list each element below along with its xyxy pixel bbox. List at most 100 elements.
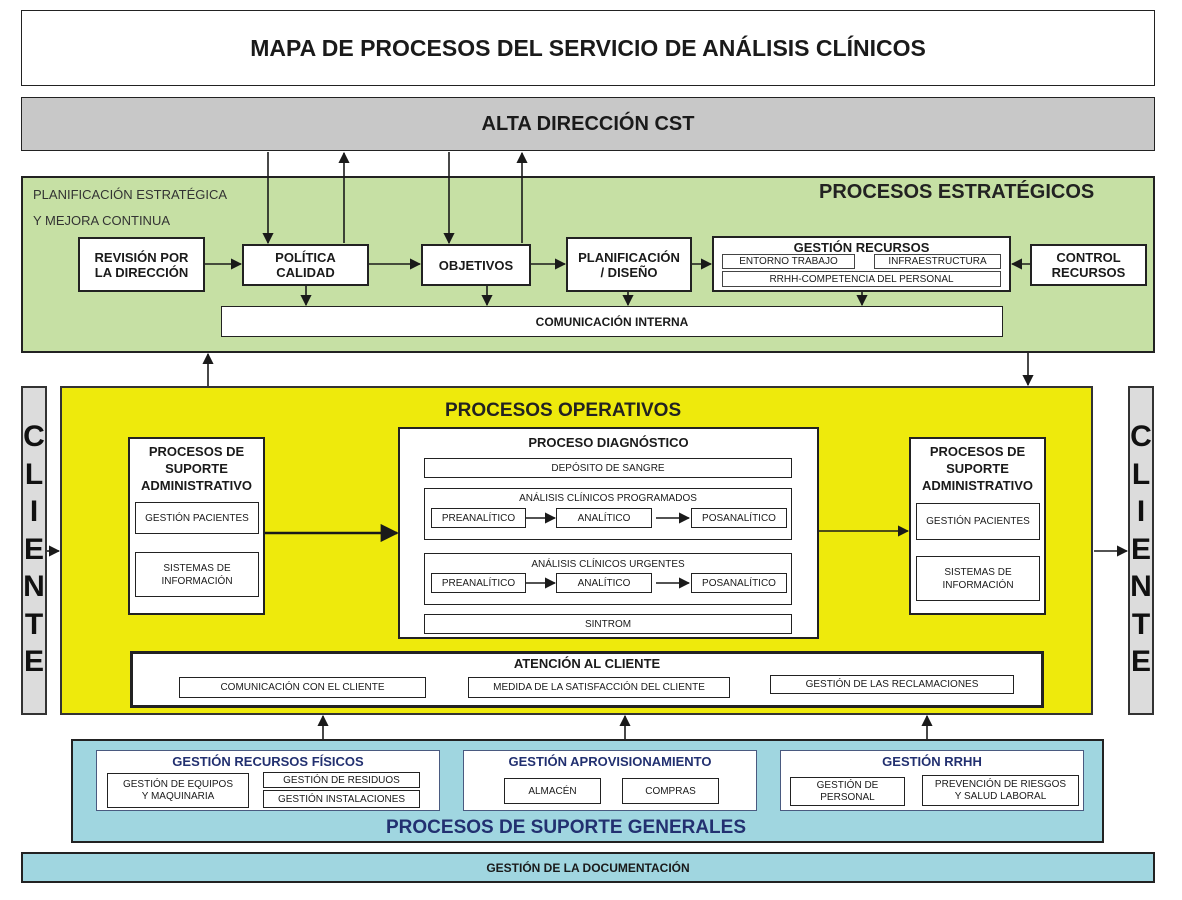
objetivos-label: OBJETIVOS: [438, 257, 514, 273]
prevencion-line2: Y SALUD LABORAL: [954, 790, 1047, 802]
urgentes-box[interactable]: ANÁLISIS CLÍNICOS URGENTES PREANALÍTICO …: [424, 553, 792, 605]
personal-line1: GESTIÓN DE: [816, 779, 879, 791]
cliente-letter: I: [1136, 495, 1146, 528]
sistemas-informacion-left-box[interactable]: SISTEMAS DE INFORMACIÓN: [135, 552, 259, 597]
alta-direccion-box[interactable]: ALTA DIRECCIÓN CST: [21, 97, 1155, 151]
politica-calidad-box[interactable]: POLÍTICA CALIDAD: [242, 244, 369, 286]
atencion-title: ATENCIÓN AL CLIENTE: [513, 656, 661, 671]
cliente-letter: L: [1131, 457, 1151, 491]
comunicacion-cliente-box[interactable]: COMUNICACIÓN CON EL CLIENTE: [179, 677, 426, 698]
prog-preanalitico-step[interactable]: PREANALÍTICO: [431, 508, 526, 528]
instalaciones-label: GESTIÓN INSTALACIONES: [277, 793, 406, 805]
objetivos-box[interactable]: OBJETIVOS: [421, 244, 531, 286]
gestion-personal-box[interactable]: GESTIÓN DE PERSONAL: [790, 777, 905, 806]
urg-analitico-step[interactable]: ANALÍTICO: [556, 573, 652, 593]
cliente-letter: E: [1130, 532, 1151, 566]
cliente-letter: C: [23, 420, 45, 453]
prevencion-riesgos-box[interactable]: PREVENCIÓN DE RIESGOS Y SALUD LABORAL: [922, 775, 1079, 806]
gestion-recursos-box[interactable]: GESTIÓN RECURSOS ENTORNO TRABAJO INFRAES…: [712, 236, 1011, 292]
atencion-item-label: MEDIDA DE LA SATISFACCIÓN DEL CLIENTE: [493, 682, 705, 693]
gestion-pacientes-right-box[interactable]: GESTIÓN PACIENTES: [916, 503, 1040, 540]
cliente-letter: E: [23, 645, 44, 678]
urg-preanalitico-step[interactable]: PREANALÍTICO: [431, 573, 526, 593]
cliente-letter: C: [1130, 420, 1152, 453]
cliente-letter: I: [29, 495, 39, 528]
equipos-line1: GESTIÓN DE EQUIPOS: [122, 778, 234, 790]
urg-posanalitico-step[interactable]: POSANALÍTICO: [691, 573, 787, 593]
control-line2: RECURSOS: [1051, 265, 1126, 280]
politica-line1: POLÍTICA: [275, 250, 336, 265]
alta-direccion-label: ALTA DIRECCIÓN CST: [481, 112, 695, 135]
programados-box[interactable]: ANÁLISIS CLÍNICOS PROGRAMADOS PREANALÍTI…: [424, 488, 792, 540]
documentacion-bar[interactable]: GESTIÓN DE LA DOCUMENTACIÓN: [21, 852, 1155, 883]
sistemas-line2: INFORMACIÓN: [942, 579, 1014, 591]
rrhh-competencia-box[interactable]: RRHH-COMPETENCIA DEL PERSONAL: [722, 271, 1001, 287]
equipos-maquinaria-box[interactable]: GESTIÓN DE EQUIPOS Y MAQUINARIA: [107, 773, 249, 808]
aprovisionamiento-box[interactable]: GESTIÓN APROVISIONAMIENTO ALMACÉN COMPRA…: [463, 750, 757, 811]
cliente-output-bar[interactable]: C L I E N T E: [1128, 386, 1154, 715]
cliente-input-bar[interactable]: C L I E N T E: [21, 386, 47, 715]
almacen-box[interactable]: ALMACÉN: [504, 778, 601, 804]
sistemas-informacion-right-box[interactable]: SISTEMAS DE INFORMACIÓN: [916, 556, 1040, 601]
instalaciones-box[interactable]: GESTIÓN INSTALACIONES: [263, 790, 420, 808]
satisfaccion-cliente-box[interactable]: MEDIDA DE LA SATISFACCIÓN DEL CLIENTE: [468, 677, 730, 698]
strategic-sublabel-1: PLANIFICACIÓN ESTRATÉGICA: [33, 187, 228, 202]
planificacion-diseno-box[interactable]: PLANIFICACIÓN / DISEÑO: [566, 237, 692, 292]
comunicacion-interna-label: COMUNICACIÓN INTERNA: [535, 314, 689, 329]
admin-right-title-1: PROCESOS DE: [929, 444, 1026, 459]
gestion-recursos-title: GESTIÓN RECURSOS: [793, 240, 930, 255]
prevencion-line1: PREVENCIÓN DE RIESGOS: [934, 778, 1067, 790]
sintrom-label: SINTROM: [584, 618, 632, 630]
admin-support-left-box[interactable]: PROCESOS DE SUPORTE ADMINISTRATIVO GESTI…: [128, 437, 265, 615]
admin-support-right-box[interactable]: PROCESOS DE SUPORTE ADMINISTRATIVO GESTI…: [909, 437, 1046, 615]
gestion-pacientes-label: GESTIÓN PACIENTES: [145, 512, 249, 524]
sintrom-box[interactable]: SINTROM: [424, 614, 792, 634]
urgentes-title: ANÁLISIS CLÍNICOS URGENTES: [531, 559, 685, 570]
entorno-trabajo-box[interactable]: ENTORNO TRABAJO: [722, 254, 855, 269]
prog-analitico-step[interactable]: ANALÍTICO: [556, 508, 652, 528]
step-label: PREANALÍTICO: [441, 512, 516, 524]
deposito-sangre-box[interactable]: DEPÓSITO DE SANGRE: [424, 458, 792, 478]
recursos-fisicos-box[interactable]: GESTIÓN RECURSOS FÍSICOS GESTIÓN DE EQUI…: [96, 750, 440, 811]
rrhh-competencia-label: RRHH-COMPETENCIA DEL PERSONAL: [769, 273, 954, 285]
atencion-item-label: GESTIÓN DE LAS RECLAMACIONES: [805, 679, 979, 690]
sistemas-line2: INFORMACIÓN: [161, 575, 233, 587]
control-line1: CONTROL: [1056, 250, 1121, 265]
residuos-label: GESTIÓN DE RESIDUOS: [283, 774, 400, 786]
admin-right-title-2: SUPORTE: [946, 461, 1009, 476]
cliente-letter: T: [24, 607, 44, 641]
recursos-fisicos-title: GESTIÓN RECURSOS FÍSICOS: [172, 754, 364, 769]
politica-line2: CALIDAD: [276, 265, 335, 280]
step-label: POSANALÍTICO: [702, 512, 776, 524]
entorno-trabajo-label: ENTORNO TRABAJO: [739, 256, 838, 267]
admin-left-title-2: SUPORTE: [165, 461, 228, 476]
sistemas-line1: SISTEMAS DE: [163, 562, 231, 574]
prog-posanalitico-step[interactable]: POSANALÍTICO: [691, 508, 787, 528]
cliente-letter: E: [23, 532, 44, 566]
reclamaciones-box[interactable]: GESTIÓN DE LAS RECLAMACIONES: [770, 675, 1014, 694]
atencion-cliente-box[interactable]: ATENCIÓN AL CLIENTE COMUNICACIÓN CON EL …: [130, 651, 1044, 708]
cliente-letter: N: [1130, 570, 1152, 603]
revision-direccion-box[interactable]: REVISIÓN POR LA DIRECCIÓN: [78, 237, 205, 292]
revision-line2: LA DIRECCIÓN: [94, 264, 189, 280]
admin-left-title-3: ADMINISTRATIVO: [141, 478, 252, 493]
step-label: ANALÍTICO: [577, 577, 631, 589]
documentacion-label: GESTIÓN DE LA DOCUMENTACIÓN: [486, 860, 690, 875]
proceso-diagnostico-box[interactable]: PROCESO DIAGNÓSTICO DEPÓSITO DE SANGRE A…: [398, 427, 819, 639]
gestion-pacientes-left-box[interactable]: GESTIÓN PACIENTES: [135, 502, 259, 534]
control-recursos-box[interactable]: CONTROL RECURSOS: [1030, 244, 1147, 286]
title-box: MAPA DE PROCESOS DEL SERVICIO DE ANÁLISI…: [21, 10, 1155, 86]
strategic-heading: PROCESOS ESTRATÉGICOS: [819, 181, 1095, 203]
residuos-box[interactable]: GESTIÓN DE RESIDUOS: [263, 772, 420, 788]
comunicacion-interna-box[interactable]: COMUNICACIÓN INTERNA: [221, 306, 1003, 337]
personal-line2: PERSONAL: [820, 791, 875, 803]
compras-label: COMPRAS: [645, 785, 696, 797]
equipos-line2: Y MAQUINARIA: [141, 790, 215, 802]
gestion-rrhh-box[interactable]: GESTIÓN RRHH GESTIÓN DE PERSONAL PREVENC…: [780, 750, 1084, 811]
compras-box[interactable]: COMPRAS: [622, 778, 719, 804]
programados-title: ANÁLISIS CLÍNICOS PROGRAMADOS: [519, 493, 697, 504]
infraestructura-box[interactable]: INFRAESTRUCTURA: [874, 254, 1001, 269]
cliente-letter: T: [1131, 607, 1151, 641]
step-label: ANALÍTICO: [577, 512, 631, 524]
gestion-pacientes-label: GESTIÓN PACIENTES: [926, 516, 1030, 527]
